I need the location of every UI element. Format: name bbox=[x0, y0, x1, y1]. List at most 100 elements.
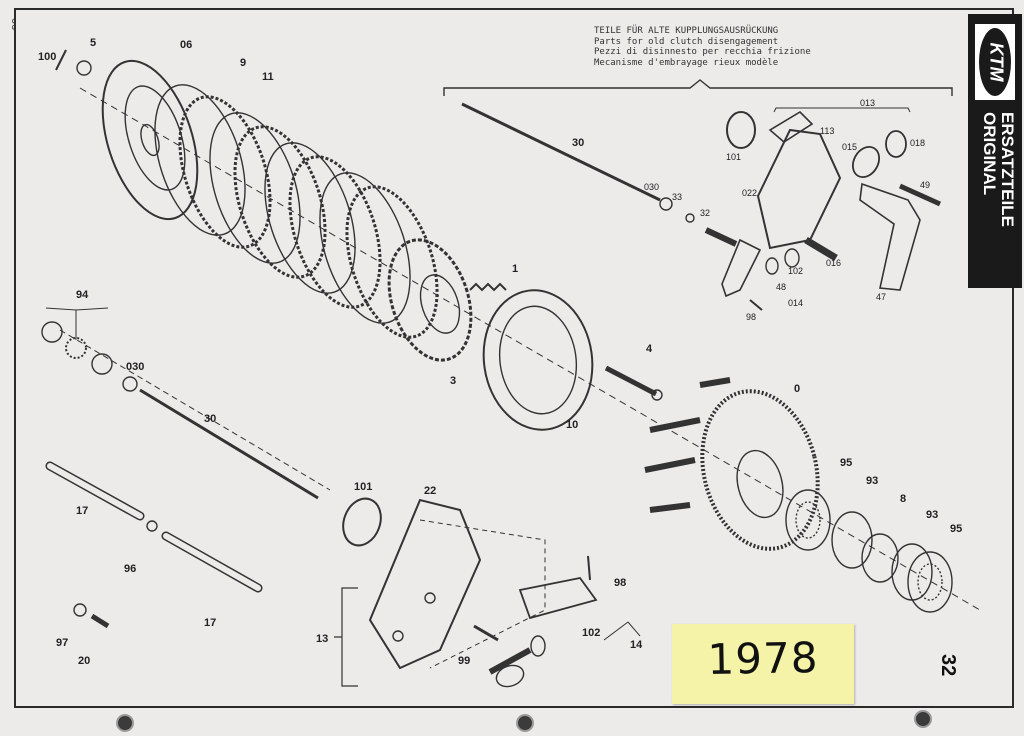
primary-gear-0 bbox=[700, 389, 820, 551]
caption-german: TEILE FÜR ALTE KUPPLUNGSAUSRÜCKUNG bbox=[594, 26, 779, 36]
bolt-49 bbox=[898, 183, 942, 207]
label-015: 015 bbox=[842, 142, 857, 152]
label-99: 99 bbox=[458, 655, 470, 667]
friction-plate-2 bbox=[178, 95, 272, 249]
bearing-95-right-balls bbox=[917, 563, 943, 601]
label-94: 94 bbox=[76, 289, 89, 301]
plate-7 bbox=[319, 172, 411, 324]
label-95-right: 95 bbox=[950, 523, 962, 535]
plate-5 bbox=[264, 142, 356, 294]
lever-14 bbox=[518, 577, 598, 620]
label-14: 14 bbox=[630, 639, 643, 651]
label-101-upper: 101 bbox=[726, 152, 741, 162]
rod-17-lower-fill bbox=[163, 533, 261, 591]
o-ring-101-lower bbox=[342, 497, 382, 547]
clutch-basket-06 bbox=[101, 59, 199, 221]
label-30-upper: 30 bbox=[572, 137, 584, 149]
inner-hub-3 bbox=[387, 238, 473, 362]
spring-1 bbox=[469, 282, 507, 292]
housing-022 bbox=[756, 128, 842, 250]
friction-plate-6 bbox=[288, 155, 382, 309]
caption-french: Mecanisme d'embrayage rieux modèle bbox=[594, 57, 779, 68]
label-32: 32 bbox=[700, 208, 710, 218]
label-22: 22 bbox=[424, 485, 436, 497]
clutch-basket-hub bbox=[140, 123, 160, 157]
pushrod-32 bbox=[704, 227, 738, 247]
plate-3 bbox=[209, 112, 301, 264]
label-98-lower: 98 bbox=[614, 577, 626, 589]
bushing-8 bbox=[861, 533, 899, 583]
label-8: 8 bbox=[900, 493, 906, 505]
rod-17-upper-fill bbox=[47, 463, 143, 519]
label-1: 1 bbox=[512, 263, 518, 275]
label-113: 113 bbox=[820, 126, 834, 136]
bolt-4-head bbox=[651, 389, 663, 401]
bracket-013 bbox=[773, 107, 911, 113]
washer-48 bbox=[784, 248, 800, 268]
label-5: 5 bbox=[90, 37, 96, 49]
friction-plate-4 bbox=[233, 125, 327, 279]
label-20: 20 bbox=[78, 655, 90, 667]
sticky-note: 1978 bbox=[672, 624, 854, 704]
label-30-left: 30 bbox=[204, 413, 216, 425]
label-06: 06 bbox=[180, 39, 192, 51]
ktm-logo-text: KTM bbox=[986, 43, 1006, 83]
caption-italian: Pezzi di disinnesto per recchia frizione bbox=[594, 47, 811, 57]
ball-33 bbox=[685, 213, 695, 223]
label-100: 100 bbox=[38, 51, 56, 63]
pin-99 bbox=[473, 624, 499, 642]
shaft-99 bbox=[488, 647, 532, 675]
pressure-plate-inner bbox=[498, 305, 578, 415]
shaft-axis-line bbox=[59, 329, 331, 491]
bolt-20 bbox=[90, 613, 110, 629]
binder-hole-right bbox=[914, 710, 932, 728]
label-013: 013 bbox=[860, 98, 875, 108]
o-ring-102-lower bbox=[530, 635, 546, 657]
label-102-lower: 102 bbox=[582, 627, 600, 639]
label-47: 47 bbox=[876, 292, 886, 302]
plate-1 bbox=[154, 84, 246, 236]
bolt-4 bbox=[604, 365, 658, 397]
label-17-upper: 17 bbox=[76, 505, 88, 517]
edge-page-number: 06 bbox=[9, 18, 16, 30]
sticky-note-text: 1978 bbox=[707, 633, 819, 684]
edge-page-number-text: 06 bbox=[9, 18, 16, 30]
friction-plate-8 bbox=[345, 185, 439, 339]
label-11: 11 bbox=[262, 71, 274, 83]
washer-018 bbox=[885, 130, 907, 158]
o-ring-101-upper bbox=[726, 111, 756, 149]
ktm-logo-oval bbox=[979, 28, 1011, 96]
brand-line-ersatzteile: ERSATZTEILE bbox=[998, 112, 1016, 227]
lever-014 bbox=[721, 238, 762, 298]
label-97: 97 bbox=[56, 637, 68, 649]
lever-47 bbox=[859, 182, 921, 291]
o-ring-102-upper bbox=[765, 257, 779, 275]
ktm-logo: KTM bbox=[975, 24, 1015, 100]
housing-22-hole-2 bbox=[392, 630, 404, 642]
page-frame bbox=[14, 8, 1014, 708]
shaft-99-end bbox=[495, 664, 525, 688]
page-number-text: 32 bbox=[937, 654, 959, 676]
brand-line-original: ORIGINAL bbox=[980, 112, 999, 195]
label-102-upper: 102 bbox=[788, 266, 803, 276]
label-93-left: 93 bbox=[866, 475, 878, 487]
bracket-94 bbox=[45, 307, 109, 340]
label-3: 3 bbox=[450, 375, 456, 387]
inner-hub-bore bbox=[419, 274, 461, 334]
housing-22-hole bbox=[424, 592, 436, 604]
washer-93-left bbox=[831, 511, 873, 569]
basket-fingers bbox=[644, 377, 731, 513]
label-93-right: 93 bbox=[926, 509, 938, 521]
bolt-97 bbox=[73, 603, 87, 617]
nut-5 bbox=[76, 60, 92, 76]
label-4: 4 bbox=[646, 343, 653, 355]
label-49: 49 bbox=[920, 180, 930, 190]
washer-030-left bbox=[122, 376, 138, 392]
washer-94a bbox=[41, 321, 63, 343]
assembly-dashed-box bbox=[419, 519, 546, 669]
leader-14 bbox=[603, 621, 641, 641]
label-33: 33 bbox=[672, 192, 682, 202]
label-48: 48 bbox=[776, 282, 786, 292]
